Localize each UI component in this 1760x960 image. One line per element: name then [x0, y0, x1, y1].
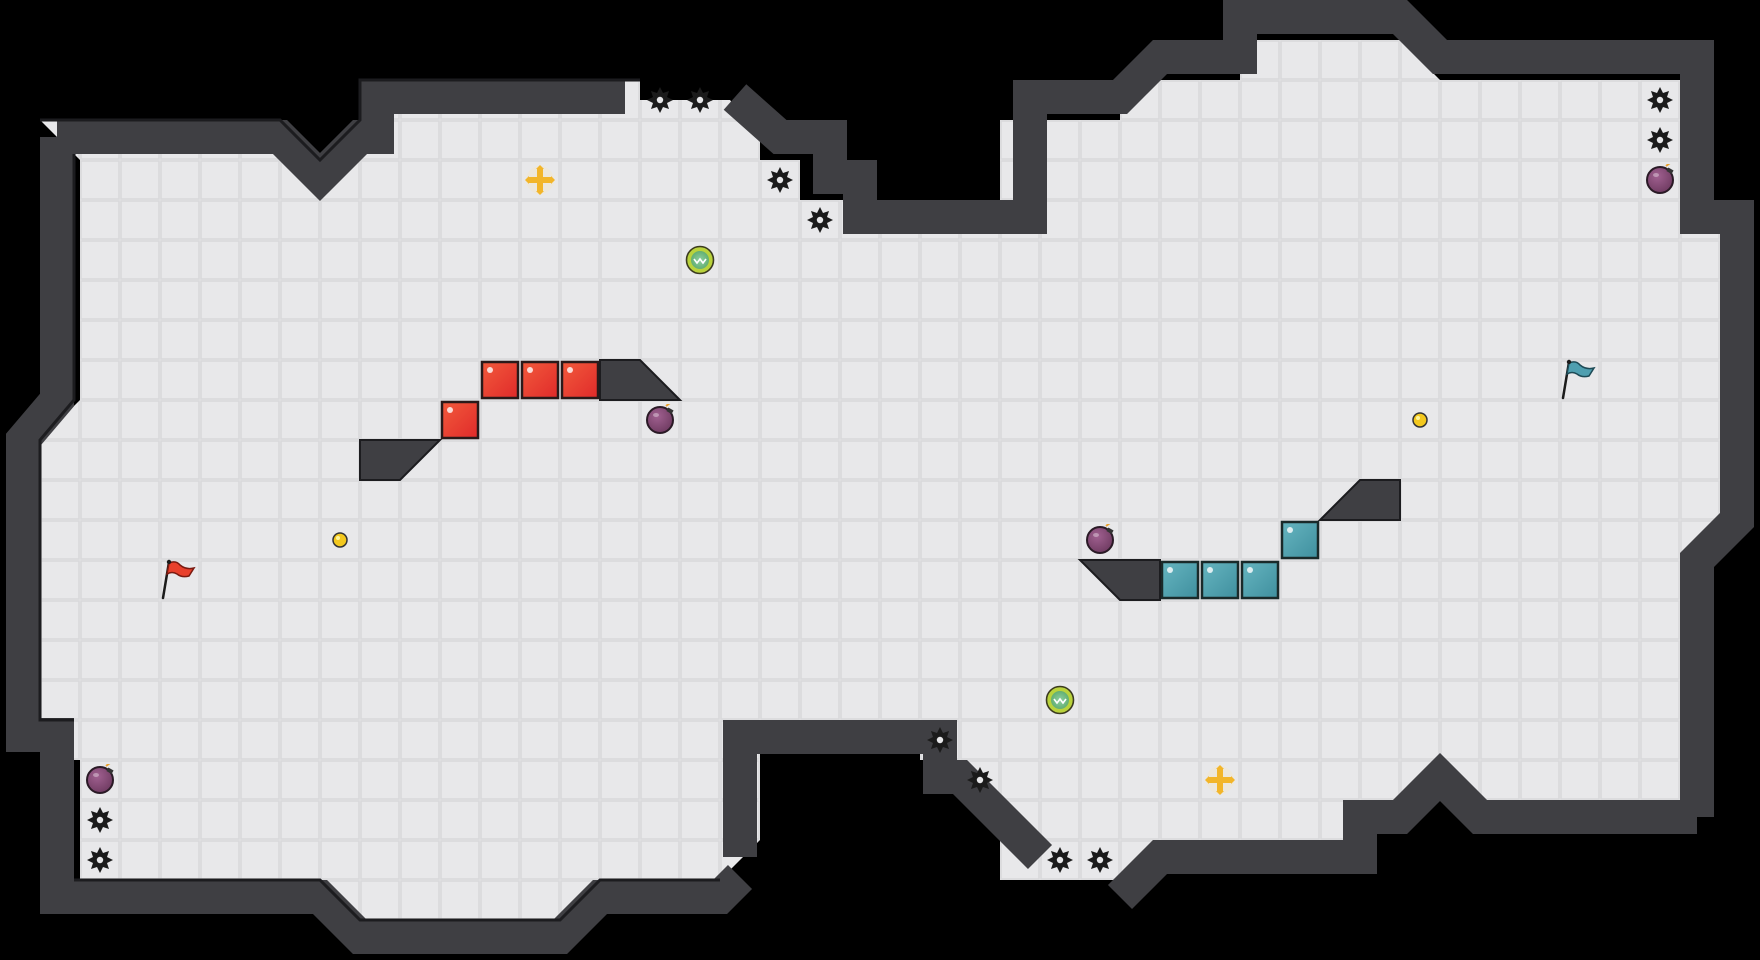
red-team-tiles	[440, 360, 600, 440]
powerup-icon	[685, 245, 715, 275]
token-icon	[332, 532, 348, 548]
arena-walls	[6, 0, 1754, 954]
blue-tile	[1280, 520, 1320, 560]
flag-icon	[161, 559, 196, 600]
powerup-icon	[1045, 685, 1075, 715]
wall-wedge	[1317, 479, 1401, 521]
wall-wedge	[1077, 559, 1161, 601]
interior-walls	[359, 359, 1401, 601]
red-tile	[560, 360, 600, 400]
red-tile	[480, 360, 520, 400]
arena-floor	[40, 40, 1720, 920]
red-tile	[440, 400, 480, 440]
blue-tile	[1240, 560, 1280, 600]
red-tile	[520, 360, 560, 400]
blue-team-tiles	[1160, 520, 1320, 600]
blue-tile	[1160, 560, 1200, 600]
blue-tile	[1200, 560, 1240, 600]
wall-outline	[38, 78, 720, 922]
wall-wedge	[599, 359, 683, 401]
wall-wedge	[359, 439, 443, 481]
red-flag	[161, 559, 196, 600]
blue-flag	[1561, 359, 1596, 400]
flag-icon	[1561, 359, 1596, 400]
token-icon	[1412, 412, 1428, 428]
